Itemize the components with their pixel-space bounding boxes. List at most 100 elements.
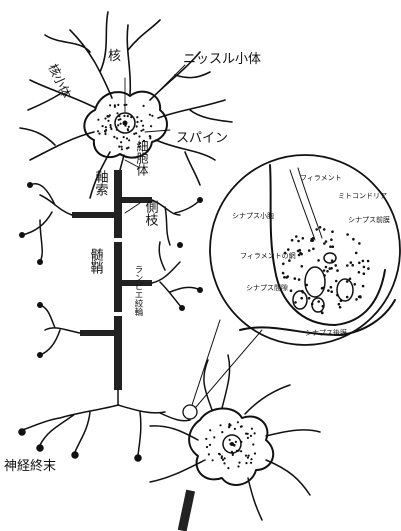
stipple-dot	[247, 437, 249, 439]
stipple-dot	[228, 423, 230, 425]
stipple-dot	[323, 228, 326, 231]
stipple-dot	[237, 421, 239, 423]
stipple-dot	[227, 467, 229, 469]
stipple-dot	[317, 259, 320, 262]
stipple-dot	[305, 284, 308, 287]
stipple-dot	[120, 123, 122, 125]
stipple-dot	[224, 457, 226, 459]
stipple-dot	[367, 267, 370, 270]
stipple-dot	[299, 252, 302, 255]
stipple-dot	[355, 252, 358, 255]
stipple-dot	[250, 462, 252, 464]
stipple-dot	[250, 458, 252, 460]
stipple-dot	[330, 286, 333, 289]
label-nucleolus: 核小体	[46, 62, 74, 101]
stipple-dot	[346, 280, 349, 283]
synaptic-vesicles	[282, 226, 370, 314]
stipple-dot	[117, 104, 119, 106]
stipple-dot	[127, 128, 129, 130]
nerve-terminals	[19, 405, 190, 461]
stipple-dot	[205, 438, 207, 440]
stipple-dot	[235, 441, 237, 443]
stipple-dot	[363, 266, 366, 269]
label-node-of-ranvier: ランビエ絞輪	[133, 265, 143, 317]
stipple-dot	[287, 248, 290, 251]
stipple-dot	[223, 462, 225, 464]
stipple-dot	[118, 146, 120, 148]
stipple-dot	[325, 266, 328, 269]
stipple-dot	[354, 283, 357, 286]
stipple-dot	[327, 289, 330, 292]
label-nucleus: 核	[108, 49, 121, 64]
stipple-dot	[312, 248, 315, 251]
stipple-dot	[212, 459, 214, 461]
label-postsynaptic: シナプス後膜	[305, 328, 347, 337]
stipple-dot	[355, 298, 358, 301]
stipple-dot	[136, 125, 138, 127]
label-cell-body: 細胞体	[135, 140, 149, 177]
stipple-dot	[319, 226, 322, 229]
myelin-segment	[114, 170, 122, 238]
stipple-dot	[116, 137, 118, 139]
label-synaptic-membrane: シナプス前膜	[348, 215, 390, 224]
stipple-dot	[238, 462, 240, 464]
stipple-dot	[282, 272, 285, 275]
stipple-dot	[323, 274, 326, 277]
stipple-dot	[222, 459, 224, 461]
stipple-dot	[151, 115, 153, 117]
stipple-dot	[237, 465, 239, 467]
stipple-dot	[142, 125, 144, 127]
stipple-dot	[245, 455, 247, 457]
stipple-dot	[209, 444, 211, 446]
lower-neuron	[150, 355, 320, 531]
stipple-dot	[317, 300, 320, 303]
stipple-dot	[118, 119, 120, 121]
stipple-dot	[251, 428, 253, 430]
stipple-dot	[113, 136, 115, 138]
stipple-dot	[254, 452, 256, 454]
myelin-segment	[114, 242, 122, 312]
stipple-dot	[346, 233, 349, 236]
stipple-dot	[206, 446, 208, 448]
stipple-dot	[322, 305, 325, 308]
stipple-dot	[140, 130, 142, 132]
stipple-dot	[287, 275, 290, 278]
stipple-dot	[123, 115, 125, 117]
stipple-dot	[247, 457, 249, 459]
stipple-dot	[109, 104, 111, 106]
stipple-dot	[346, 264, 349, 267]
mitochondria-shapes	[293, 253, 353, 312]
stipple-dot	[359, 296, 362, 299]
stipple-dot	[297, 250, 300, 253]
stipple-dot	[121, 148, 123, 150]
stipple-dot	[302, 291, 305, 294]
stipple-dot	[229, 439, 231, 441]
stipple-dot	[326, 270, 329, 273]
stipple-dot	[331, 230, 334, 233]
stipple-dot	[116, 112, 118, 114]
stipple-dot	[250, 435, 252, 437]
stipple-dot	[208, 453, 210, 455]
stipple-dot	[102, 125, 104, 127]
stipple-dot	[358, 262, 361, 265]
stipple-dot	[295, 235, 298, 238]
collaterals	[19, 182, 203, 358]
stipple-dot	[300, 297, 303, 300]
label-nissl-body: ニッスル小体	[183, 52, 261, 67]
stipple-dot	[310, 239, 313, 242]
stipple-dot	[294, 301, 297, 304]
myelin-segment	[114, 316, 122, 390]
stipple-dot	[283, 276, 286, 279]
stipple-dot	[290, 289, 293, 292]
stipple-dot	[358, 271, 361, 274]
stipple-dot	[124, 125, 126, 127]
stipple-dot	[352, 238, 355, 241]
stipple-dot	[231, 451, 233, 453]
stipple-dot	[331, 259, 334, 262]
stipple-dot	[291, 239, 294, 242]
synapse-marker	[183, 405, 197, 419]
label-filament: フィラメント	[300, 174, 342, 182]
stipple-dot	[294, 277, 297, 280]
stipple-dot	[109, 124, 111, 126]
